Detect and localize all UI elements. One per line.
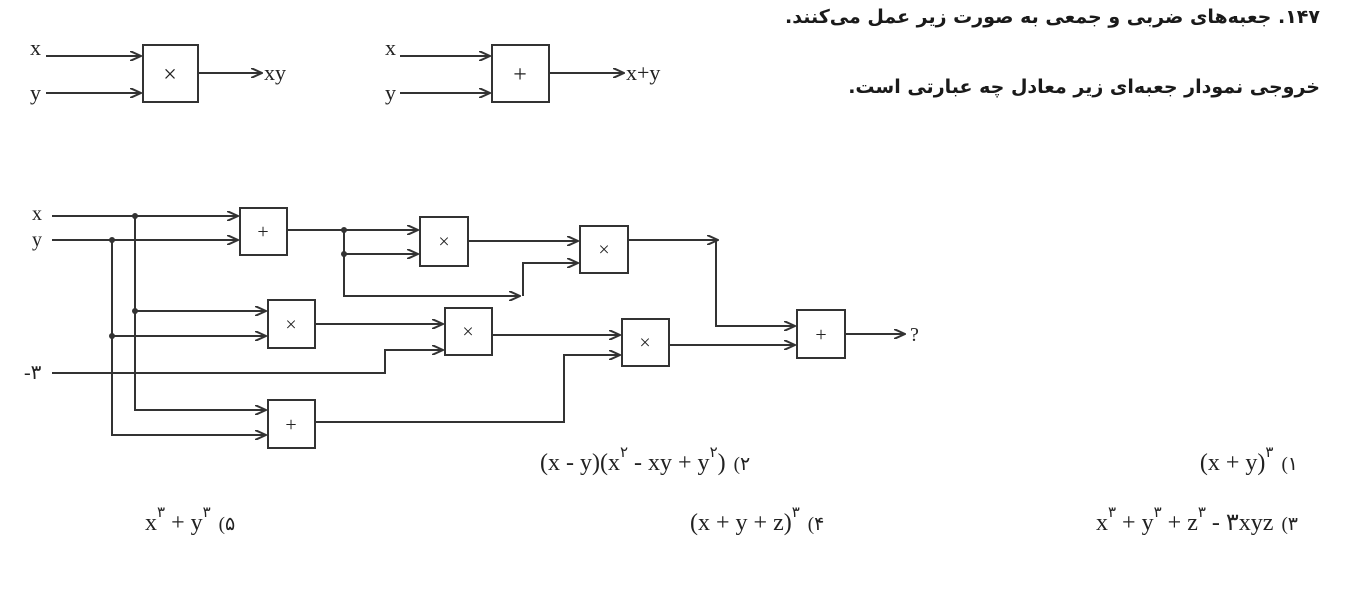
legend-add-output: x+y (626, 60, 660, 85)
option-number: (۱ (1281, 454, 1298, 475)
expr-part: - ۳xyz (1205, 510, 1274, 536)
op-label: × (639, 332, 650, 354)
exponent: ۲ (709, 445, 718, 461)
op-label: + (285, 414, 296, 436)
add-box-2: + (267, 399, 316, 449)
wires (52, 213, 905, 435)
exponent: ۳ (791, 505, 800, 521)
legend-multiply-box: x y × xy (30, 35, 286, 105)
input-x-label: x (32, 203, 42, 225)
exponent: ۳ (1197, 505, 1206, 521)
op-label: × (462, 321, 473, 343)
exponent: ۳ (1107, 505, 1117, 521)
expr-part: x (1095, 510, 1108, 536)
exponent: ۳ (1265, 445, 1274, 461)
question-prompt: خروجی نمودار جعبه‌ای زیر معادل چه عبارتی… (848, 76, 1320, 98)
option-number: (۲ (733, 454, 751, 475)
option-number: (۴ (807, 514, 825, 535)
exponent: ۳ (157, 505, 166, 521)
legend-mult-input-x: x (30, 35, 41, 60)
exponent: ۲ (619, 445, 629, 461)
expr-part: x (145, 510, 157, 536)
expr-part: + y (165, 510, 203, 536)
input-y-label: y (32, 229, 42, 251)
option-number: (۳ (1281, 514, 1298, 535)
exponent: ۳ (202, 505, 211, 521)
input-const-label: -۳ (24, 362, 42, 384)
add-box-1: + (239, 207, 288, 256)
output-label: ? (910, 324, 919, 346)
legend-add-input-y: y (385, 80, 396, 105)
legend-mult-output: xy (264, 60, 286, 85)
answer-option-2[interactable]: (x - y)(x۲ - xy + y۲)(۲ (540, 445, 751, 477)
op-label: + (257, 221, 268, 243)
expr-part: + y (1116, 510, 1154, 536)
op-label: × (598, 239, 609, 261)
legend-mult-input-y: y (30, 80, 41, 105)
mul-box-1: × (419, 216, 469, 267)
legend-add-input-x: x (385, 35, 396, 60)
mul-box-5: × (621, 318, 670, 367)
op-label: × (438, 231, 449, 253)
expr-part: (x + y) (1199, 450, 1266, 476)
op-label: + (815, 324, 826, 346)
question-title: ۱۴۷. جعبه‌های ضربی و جمعی به صورت زیر عم… (785, 6, 1320, 28)
answer-option-4[interactable]: (x + y + z)۳ (۴ (690, 505, 825, 537)
op-label: × (285, 314, 296, 336)
legend-mult-op: × (163, 62, 177, 88)
exponent: ۳ (1153, 505, 1162, 521)
answer-option-5[interactable]: x۳ + y۳(۵ (145, 505, 236, 537)
answer-option-1[interactable]: (x + y)۳ (۱ (1199, 445, 1298, 477)
mul-box-2: × (579, 225, 629, 274)
mul-box-3: × (267, 299, 316, 349)
add-box-final: + (796, 309, 846, 359)
expr-part: (x - y)(x (540, 450, 620, 476)
expr-part: - xy + y (628, 450, 710, 476)
mul-box-4: × (444, 307, 493, 356)
legend-add-op: + (513, 62, 527, 88)
expr-part: + z (1161, 510, 1198, 536)
answer-option-3[interactable]: x۳ + y۳ + z۳ - ۳xyz(۳ (1095, 505, 1298, 537)
legend-add-box: x y + x+y (385, 35, 660, 105)
option-number: (۵ (218, 514, 236, 535)
expr-part: ) (717, 450, 726, 476)
expr-part: (x + y + z) (690, 510, 792, 536)
